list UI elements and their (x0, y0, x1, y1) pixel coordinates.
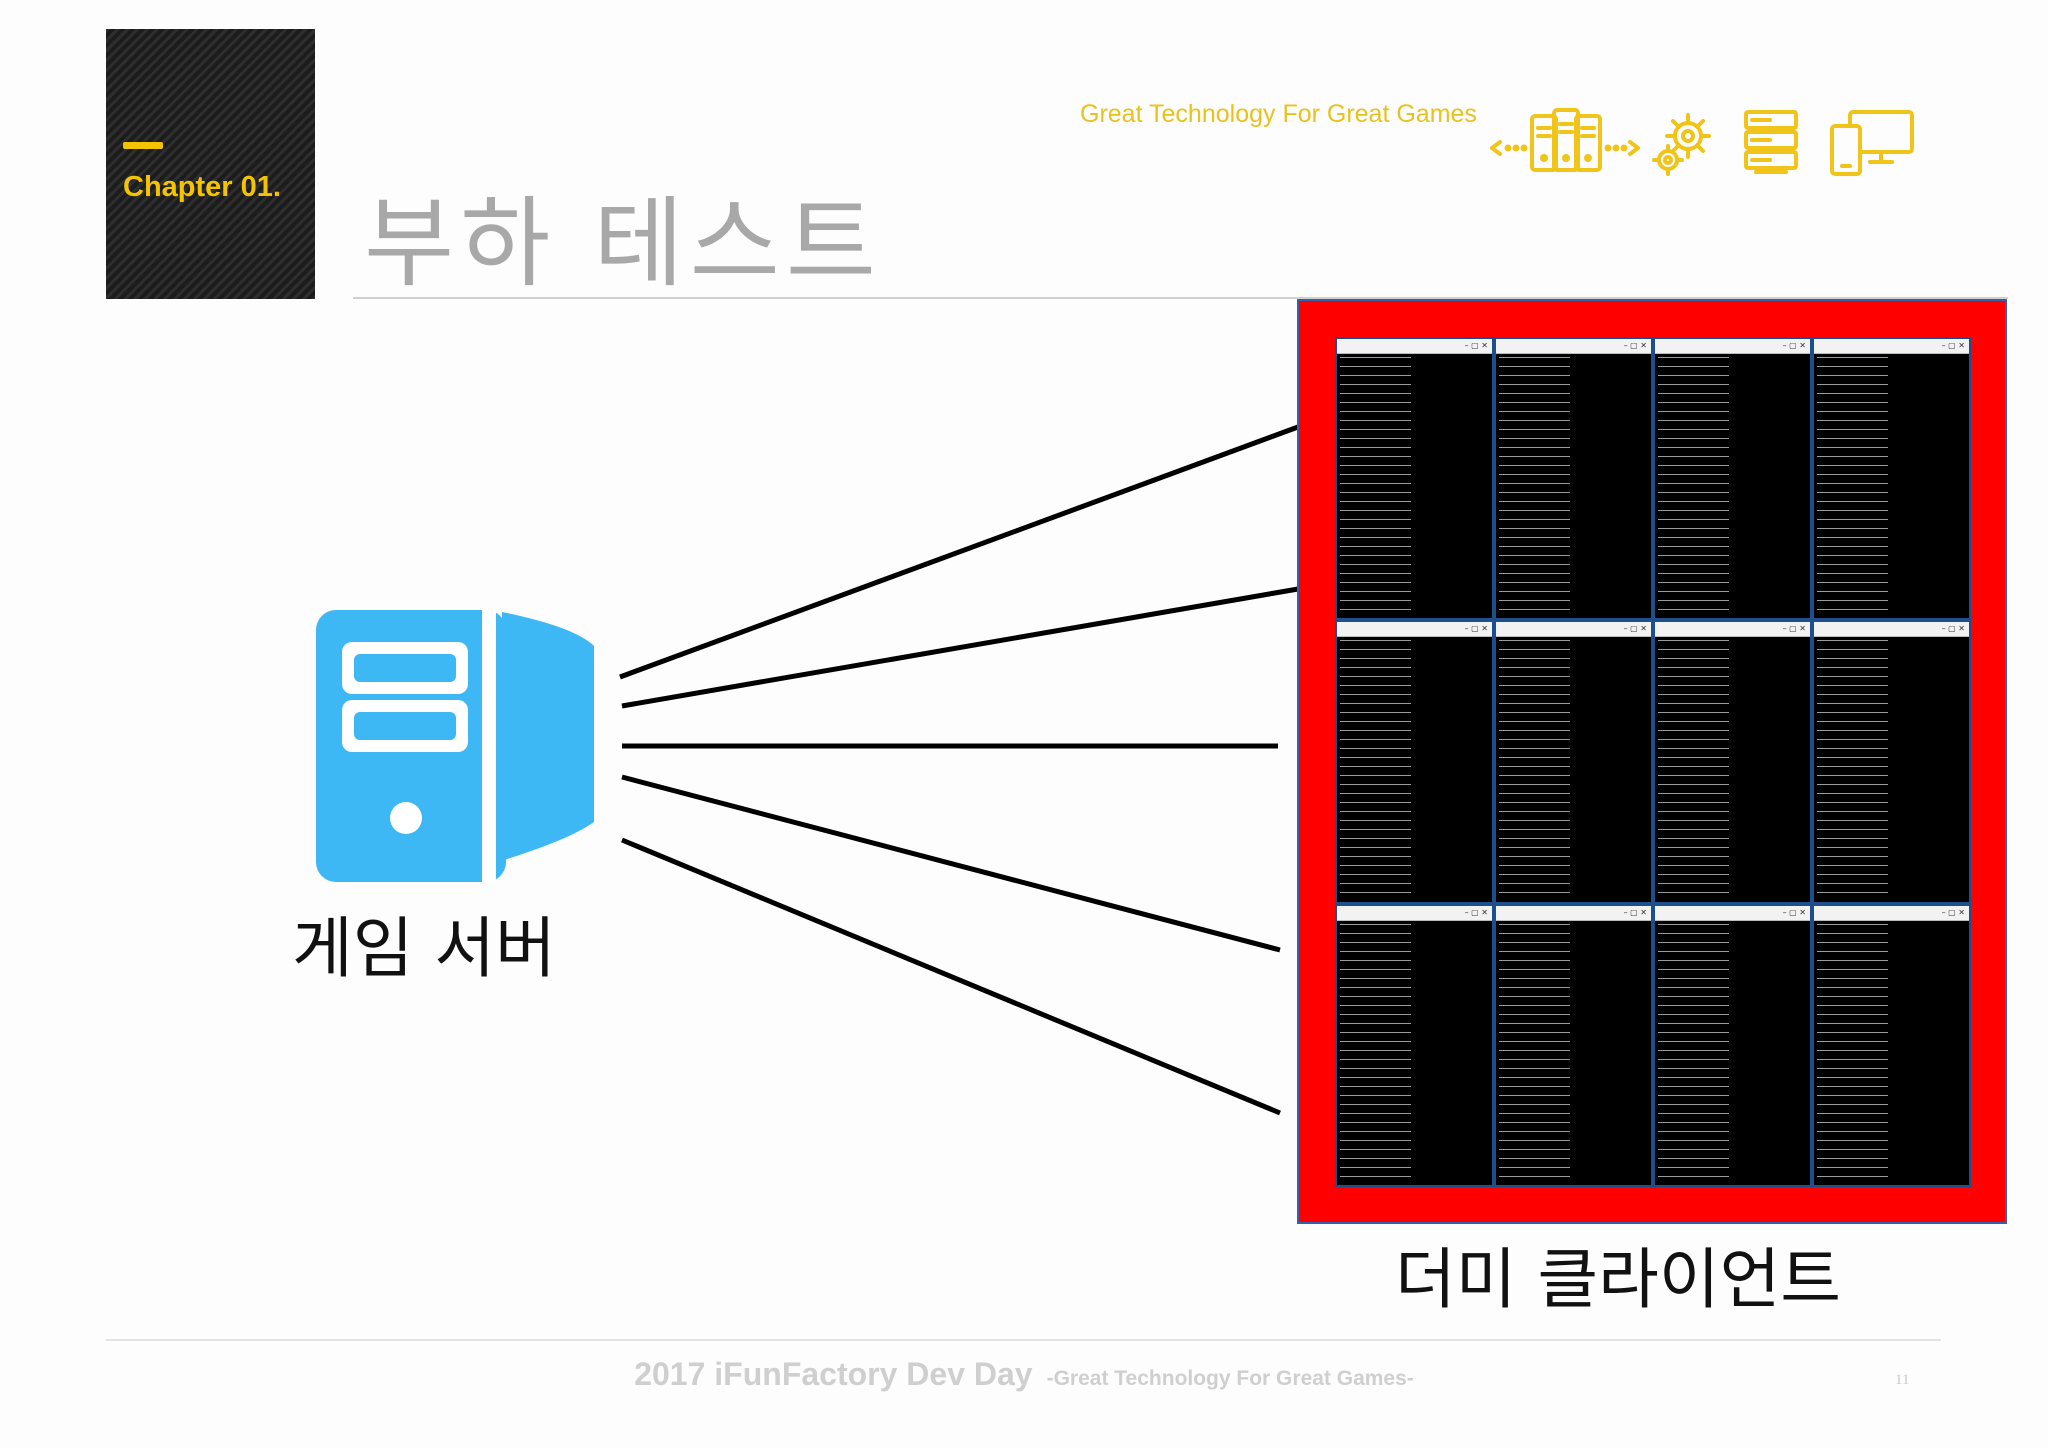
console-window (1337, 339, 1492, 619)
console-title-bar (1814, 905, 1969, 921)
chapter-label: Chapter 01. (123, 171, 281, 203)
console-output (1499, 923, 1571, 1179)
console-title-bar (1496, 905, 1651, 921)
gears-icon (1652, 113, 1711, 176)
console-output (1817, 923, 1889, 1179)
footer: 2017 iFunFactory Dev Day -Great Technolog… (0, 1356, 2048, 1393)
footer-tagline: -Great Technology For Great Games- (1046, 1367, 1414, 1390)
footer-divider (106, 1339, 1941, 1341)
console-window-grid (1335, 337, 1971, 1187)
console-title-bar (1814, 339, 1969, 354)
connection-line (621, 774, 1281, 953)
console-window (1814, 622, 1969, 902)
devices-icon (1830, 110, 1914, 176)
console-window (1814, 905, 1969, 1185)
console-output (1817, 357, 1889, 613)
connection-line (619, 424, 1299, 680)
chapter-badge: Chapter 01. (106, 29, 315, 299)
console-window (1337, 622, 1492, 902)
console-title-bar (1337, 339, 1492, 354)
server-icon (316, 610, 594, 882)
console-title-bar (1337, 622, 1492, 638)
console-output (1817, 640, 1889, 896)
console-window (1814, 339, 1969, 619)
title-divider (353, 297, 2008, 299)
console-output (1658, 640, 1730, 896)
console-title-bar (1655, 339, 1810, 354)
console-title-bar (1655, 905, 1810, 921)
client-label: 더미 클라이언트 (1395, 1241, 1842, 1318)
connection-line (621, 586, 1299, 709)
console-window (1655, 339, 1810, 619)
console-title-bar (1496, 339, 1651, 354)
server-sync-icon (1490, 108, 1640, 172)
footer-event-title: 2017 iFunFactory Dev Day (634, 1356, 1033, 1392)
console-title-bar (1814, 622, 1969, 638)
console-output (1499, 640, 1571, 896)
console-window (1496, 339, 1651, 619)
page-title: 부하 테스트 (364, 187, 882, 301)
page-number: 11 (1895, 1372, 1910, 1388)
console-window (1655, 622, 1810, 902)
connection-line (621, 837, 1281, 1116)
console-title-bar (1655, 622, 1810, 638)
header-tagline: Great Technology For Great Games (1080, 100, 1477, 128)
header-icons (1490, 108, 1914, 176)
console-output (1658, 357, 1730, 613)
server-label: 게임 서버 (292, 910, 556, 987)
console-title-bar (1496, 622, 1651, 638)
console-output (1658, 923, 1730, 1179)
chapter-accent-bar (123, 142, 163, 149)
dummy-client-frame (1297, 299, 2007, 1224)
console-output (1499, 357, 1571, 613)
console-window (1496, 622, 1651, 902)
console-window (1655, 905, 1810, 1185)
console-window (1337, 905, 1492, 1185)
server-rack-icon (1744, 110, 1798, 174)
console-title-bar (1337, 905, 1492, 921)
console-window (1496, 905, 1651, 1185)
console-output (1340, 357, 1412, 613)
console-output (1340, 640, 1412, 896)
console-output (1340, 923, 1412, 1179)
